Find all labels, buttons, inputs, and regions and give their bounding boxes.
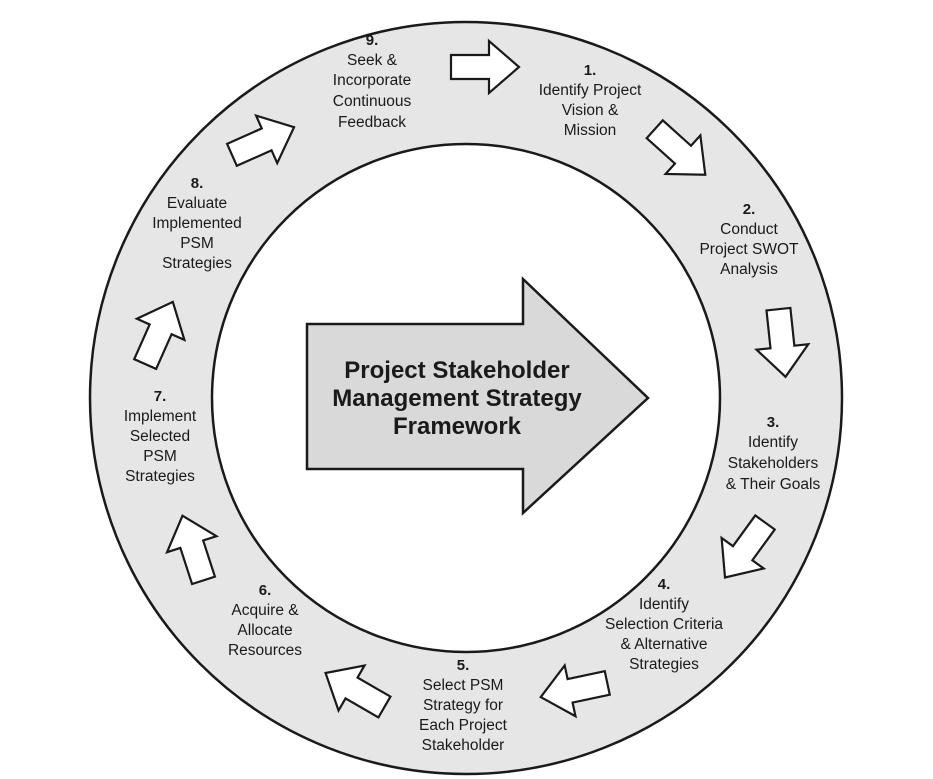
step-6-line-3: Resources [228, 642, 302, 659]
step-4: 4. Identify Selection Criteria & Alterna… [605, 576, 723, 673]
step-7-number: 7. [154, 388, 167, 405]
step-9: 9. Seek & Incorporate Continuous Feedbac… [333, 32, 412, 131]
step-5-line-4: Stakeholder [422, 737, 505, 754]
step-5-line-1: Select PSM [423, 677, 504, 694]
center-title-line-1: Project Stakeholder [344, 357, 569, 384]
step-8: 8. Evaluate Implemented PSM Strategies [152, 175, 242, 272]
step-2-line-3: Analysis [720, 261, 778, 278]
step-7-line-1: Implement [124, 408, 197, 425]
step-4-line-4: Strategies [629, 656, 699, 673]
step-6-line-1: Acquire & [231, 602, 299, 619]
flow-arrow-1 [449, 38, 521, 96]
flow-arrow-6 [324, 663, 392, 719]
step-8-line-1: Evaluate [167, 195, 227, 212]
step-1-number: 1. [584, 62, 597, 79]
center-arrow [305, 276, 650, 516]
flow-arrows [132, 38, 811, 719]
step-4-line-3: & Alternative [620, 636, 707, 653]
step-5: 5. Select PSM Strategy for Each Project … [419, 657, 508, 754]
center-title-line-2: Management Strategy [332, 385, 582, 412]
step-7-line-3: PSM [143, 448, 177, 465]
step-8-line-3: PSM [180, 235, 214, 252]
step-8-line-2: Implemented [152, 215, 242, 232]
step-3-line-1: Identify [748, 434, 798, 451]
step-9-line-4: Feedback [338, 114, 406, 131]
step-6-line-2: Allocate [237, 622, 292, 639]
step-9-line-3: Continuous [333, 93, 412, 110]
step-2-line-1: Conduct [720, 221, 778, 238]
step-9-line-2: Incorporate [333, 72, 411, 89]
flow-arrow-4 [720, 513, 777, 579]
flow-arrow-9 [225, 113, 296, 168]
step-4-number: 4. [658, 576, 671, 593]
step-7-line-2: Selected [130, 428, 190, 445]
step-6-number: 6. [259, 582, 272, 599]
flow-arrow-5 [539, 662, 612, 719]
step-8-line-4: Strategies [162, 255, 232, 272]
step-7-line-4: Strategies [125, 468, 195, 485]
step-9-number: 9. [366, 32, 379, 49]
step-3: 3. Identify Stakeholders & Their Goals [726, 414, 821, 493]
step-5-line-3: Each Project [419, 717, 508, 734]
step-6: 6. Acquire & Allocate Resources [228, 582, 302, 659]
step-4-line-1: Identify [639, 596, 689, 613]
step-8-number: 8. [191, 175, 204, 192]
step-3-number: 3. [767, 414, 780, 431]
flow-arrow-3 [754, 306, 811, 379]
step-3-line-2: Stakeholders [728, 455, 819, 472]
step-2-number: 2. [743, 201, 756, 218]
center-title-line-3: Framework [393, 413, 522, 440]
step-2: 2. Conduct Project SWOT Analysis [699, 201, 799, 278]
step-7: 7. Implement Selected PSM Strategies [124, 388, 197, 485]
step-4-line-2: Selection Criteria [605, 616, 723, 633]
step-5-line-2: Strategy for [423, 697, 503, 714]
flow-arrow-2 [645, 118, 707, 176]
flow-arrow-8 [132, 300, 187, 371]
flow-arrow-7 [165, 514, 220, 586]
step-1-line-2: Vision & [562, 102, 619, 119]
step-1-line-1: Identify Project [539, 82, 642, 99]
step-1: 1. Identify Project Vision & Mission [539, 62, 642, 139]
step-5-number: 5. [457, 657, 470, 674]
step-9-line-1: Seek & [347, 52, 398, 69]
step-2-line-2: Project SWOT [699, 241, 799, 258]
step-3-line-3: & Their Goals [726, 476, 821, 493]
step-1-line-3: Mission [564, 122, 617, 139]
